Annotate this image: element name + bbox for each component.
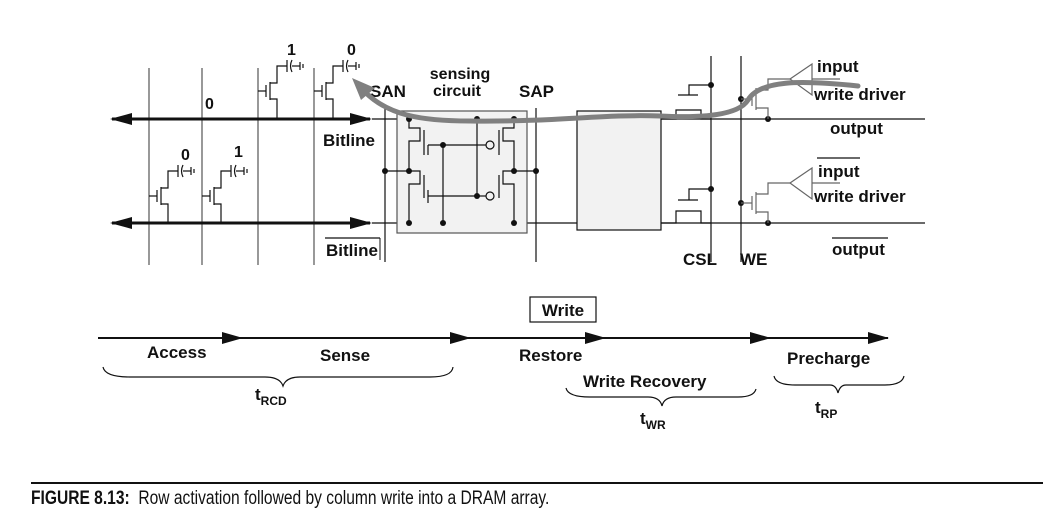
cell-top-wl4 <box>314 59 360 119</box>
timeline-arrow-1 <box>222 332 243 344</box>
cell-top-wl3 <box>258 59 304 119</box>
timing-twr: tWR <box>640 409 666 432</box>
cell-value-top-1: 0 <box>205 96 214 113</box>
write-box <box>529 296 597 323</box>
cell-value-top-3: 0 <box>347 42 356 59</box>
timeline-arrow-3 <box>585 332 606 344</box>
phase-write-recovery: Write Recovery <box>583 372 707 391</box>
timeline-arrow-4 <box>750 332 771 344</box>
brace-twr <box>565 387 757 407</box>
phase-precharge: Precharge <box>787 349 870 368</box>
figure-caption: FIGURE 8.13: Row activation followed by … <box>31 488 549 510</box>
phase-access: Access <box>147 343 207 362</box>
timeline-arrow-5 <box>868 332 889 344</box>
write-transistor-bottom <box>741 182 790 223</box>
sensing-label-line1: sensing <box>430 66 490 83</box>
timing-trp: tRP <box>815 398 837 421</box>
bitline-label: Bitline <box>323 131 375 150</box>
write-driver-label: write driver <box>813 85 906 104</box>
cell-value-bottom-1: 0 <box>181 147 190 164</box>
write-driver-top-icon <box>788 62 813 97</box>
cell-bottom-wl1 <box>149 164 195 223</box>
arrowhead-icon <box>352 78 375 100</box>
write-driver2-label: write driver <box>813 187 906 206</box>
timeline <box>98 332 889 344</box>
input-bar-label: input <box>818 162 860 181</box>
sensing-circuit <box>382 110 539 234</box>
column-switch-top <box>661 84 711 120</box>
write-driver-bottom-icon <box>788 166 813 201</box>
cell-bottom-wl2 <box>202 164 248 223</box>
output-bar-label: output <box>832 240 885 259</box>
output-label: output <box>830 119 883 138</box>
timeline-arrow-2 <box>450 332 471 344</box>
column-switch-bottom <box>661 188 711 224</box>
sensing-label-line2: circuit <box>433 83 482 100</box>
caption-rule <box>31 482 1043 484</box>
bitline-bar-label: Bitline <box>326 241 378 260</box>
brace-trp <box>773 375 905 394</box>
input-label: input <box>817 57 859 76</box>
sap-label: SAP <box>519 82 554 101</box>
phase-sense: Sense <box>320 346 370 365</box>
precharge-box <box>576 110 662 231</box>
we-label: WE <box>740 250 767 269</box>
cell-value-top-2: 1 <box>287 42 296 59</box>
phase-restore: Restore <box>519 346 582 365</box>
wordlines <box>148 68 315 265</box>
write-box-label: Write <box>542 301 584 320</box>
brace-trcd <box>102 366 454 388</box>
write-data-path-arrow <box>362 80 861 124</box>
caption-text: Row activation followed by column write … <box>138 488 550 509</box>
san-label: SAN <box>370 82 406 101</box>
cell-value-bottom-2: 1 <box>234 144 243 161</box>
timing-trcd: tRCD <box>255 385 287 408</box>
caption-number: FIGURE 8.13: <box>31 488 130 509</box>
csl-label: CSL <box>683 250 717 269</box>
